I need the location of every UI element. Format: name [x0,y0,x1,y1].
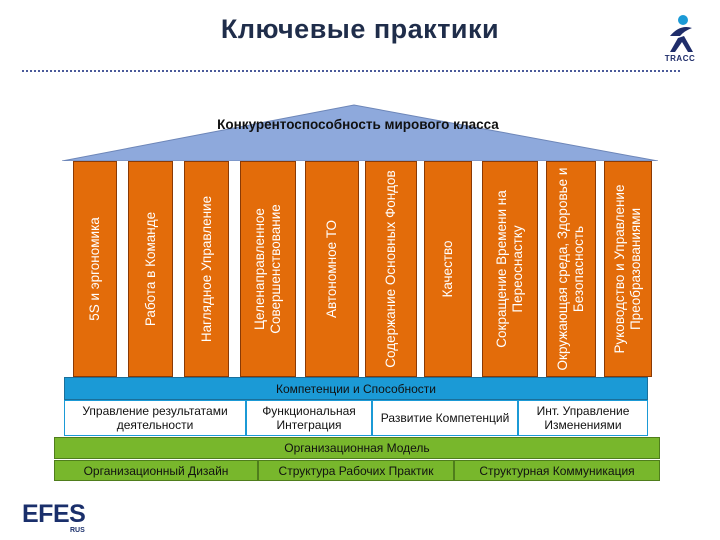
roof-label: Конкурентоспособность мирового класса [217,117,499,132]
efes-logo-sub: RUS [70,527,85,534]
page-title: Ключевые практики [220,14,500,44]
pillar-quality: Качество [424,161,472,377]
pillar-label: Работа в Команде [142,211,158,327]
pillar-label: Руководство и Управление Преобразованиям… [612,184,643,354]
pillar-changeover: Сокращение Времени на Переоснастку [482,161,538,377]
pillar-label: Сокращение Времени на Переоснастку [494,190,525,348]
pillar-environment-safety: Окружающая среда, Здоровье и Безопасност… [546,161,596,377]
pillar-5s: 5S и эргономика [73,161,117,377]
pillar-label: Качество [440,240,455,298]
pillar-leadership: Руководство и Управление Преобразованиям… [604,161,652,377]
competency-change-management: Инт. Управление Изменениями [518,400,648,436]
pillar-label: Наглядное Управление [198,195,214,343]
competencies-header: Компетенции и Способности [64,377,648,400]
pillar-visual-management: Наглядное Управление [184,161,229,377]
pillar-label: Целенаправленное Совершенствование [252,204,283,334]
competency-functional-integration: Функциональная Интеграция [246,400,372,436]
pillar-label: Окружающая среда, Здоровье и Безопасност… [555,167,586,371]
pillar-label: Содержание Основных Фондов [383,170,398,368]
org-work-practices: Структура Рабочих Практик [258,460,454,481]
competency-development: Развитие Компетенций [372,400,518,436]
org-communication: Структурная Коммуникация [454,460,660,481]
org-model-header: Организационная Модель [54,437,660,459]
title-divider [22,70,680,72]
pillar-label: 5S и эргономика [87,217,102,321]
org-design: Организационный Дизайн [54,460,258,481]
tracc-logo-text: TRACC [664,54,696,63]
tracc-figure-icon [670,15,693,52]
tracc-logo: TRACC [656,14,704,64]
pillar-focused-improvement: Целенаправленное Совершенствование [240,161,296,377]
pillar-label: Автономное ТО [324,219,339,319]
roof-shape [62,104,658,161]
competency-performance-management: Управление результатами деятельности [64,400,246,436]
pillar-asset-care: Содержание Основных Фондов [365,161,417,377]
pillar-autonomous-maintenance: Автономное ТО [305,161,359,377]
pillar-teamwork: Работа в Команде [128,161,173,377]
efes-logo: EFES [22,500,86,528]
